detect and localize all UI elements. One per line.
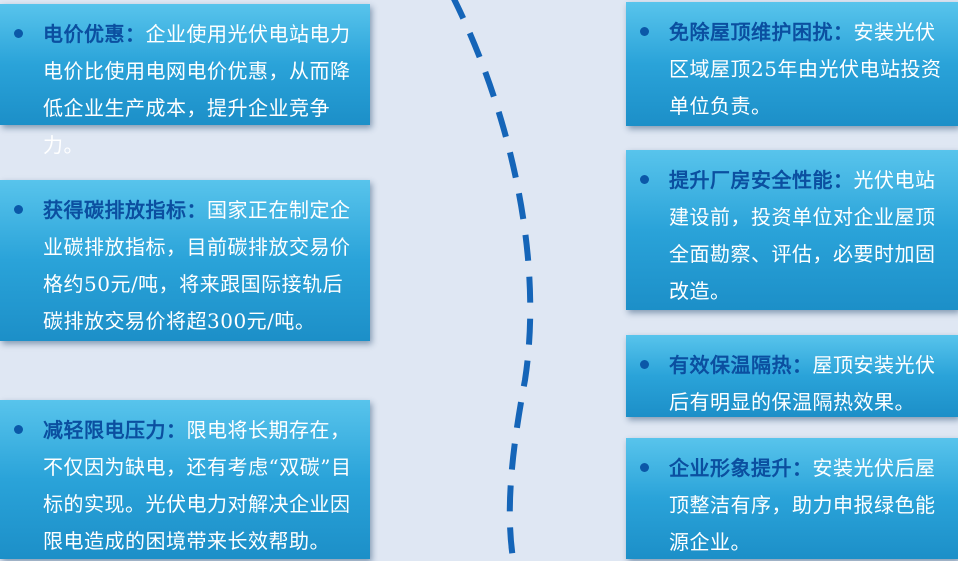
bullet-icon xyxy=(14,205,23,214)
benefit-body: 屋顶安装光伏后有明显的保温隔热效果。 xyxy=(669,353,936,414)
benefit-text: 企业形象提升：安装光伏后屋顶整洁有序，助力申报绿色能源企业。 xyxy=(669,456,936,554)
bullet-icon xyxy=(640,175,649,184)
benefit-card-roof-maintenance: 免除屋顶维护困扰：安装光伏区域屋顶25年由光伏电站投资单位负责。 xyxy=(626,2,958,126)
bullet-icon xyxy=(640,463,649,472)
benefit-label: 有效保温隔热 xyxy=(669,353,792,377)
bullet-icon xyxy=(640,360,649,369)
benefit-body: 国家正在制定企业碳排放指标，目前碳排放交易价格约50元/吨，将来跟国际接轨后碳排… xyxy=(43,198,351,333)
benefit-card-factory-safety: 提升厂房安全性能：光伏电站建设前，投资单位对企业屋顶全面勘察、评估，必要时加固改… xyxy=(626,150,958,310)
benefit-card-power-limit: 减轻限电压力：限电将长期存在，不仅因为缺电，还有考虑“双碳”目标的实现。光伏电力… xyxy=(0,400,370,559)
benefit-body: 企业使用光伏电站电力电价比使用电网电价优惠，从而降低企业生产成本，提升企业竞争力… xyxy=(43,22,351,157)
benefit-body: 限电将长期存在，不仅因为缺电，还有考虑“双碳”目标的实现。光伏电力对解决企业因限… xyxy=(43,418,352,553)
bullet-icon xyxy=(14,425,23,434)
benefit-text: 减轻限电压力：限电将长期存在，不仅因为缺电，还有考虑“双碳”目标的实现。光伏电力… xyxy=(43,418,352,553)
benefit-body: 光伏电站建设前，投资单位对企业屋顶全面勘察、评估，必要时加固改造。 xyxy=(669,168,936,303)
benefit-card-insulation: 有效保温隔热：屋顶安装光伏后有明显的保温隔热效果。 xyxy=(626,335,958,417)
benefit-label: 减轻限电压力 xyxy=(43,418,166,442)
benefit-body: 安装光伏后屋顶整洁有序，助力申报绿色能源企业。 xyxy=(669,456,936,554)
benefit-card-electricity-price: 电价优惠：企业使用光伏电站电力电价比使用电网电价优惠，从而降低企业生产成本，提升… xyxy=(0,4,370,157)
benefit-card-carbon-quota: 获得碳排放指标：国家正在制定企业碳排放指标，目前碳排放交易价格约50元/吨，将来… xyxy=(0,180,370,341)
benefit-label: 企业形象提升 xyxy=(669,456,792,480)
benefit-text: 获得碳排放指标：国家正在制定企业碳排放指标，目前碳排放交易价格约50元/吨，将来… xyxy=(43,198,351,333)
benefit-card-corporate-image: 企业形象提升：安装光伏后屋顶整洁有序，助力申报绿色能源企业。 xyxy=(626,438,958,559)
benefit-label: 免除屋顶维护困扰 xyxy=(669,20,833,44)
bullet-icon xyxy=(14,29,23,38)
benefit-label: 获得碳排放指标 xyxy=(43,198,187,222)
benefit-text: 提升厂房安全性能：光伏电站建设前，投资单位对企业屋顶全面勘察、评估，必要时加固改… xyxy=(669,168,936,303)
benefit-label: 电价优惠 xyxy=(43,22,125,46)
benefit-text: 有效保温隔热：屋顶安装光伏后有明显的保温隔热效果。 xyxy=(669,353,936,414)
benefit-body: 安装光伏区域屋顶25年由光伏电站投资单位负责。 xyxy=(669,20,942,118)
benefit-label: 提升厂房安全性能 xyxy=(669,168,833,192)
bullet-icon xyxy=(640,27,649,36)
benefit-text: 免除屋顶维护困扰：安装光伏区域屋顶25年由光伏电站投资单位负责。 xyxy=(669,20,942,118)
benefit-text: 电价优惠：企业使用光伏电站电力电价比使用电网电价优惠，从而降低企业生产成本，提升… xyxy=(43,22,351,157)
